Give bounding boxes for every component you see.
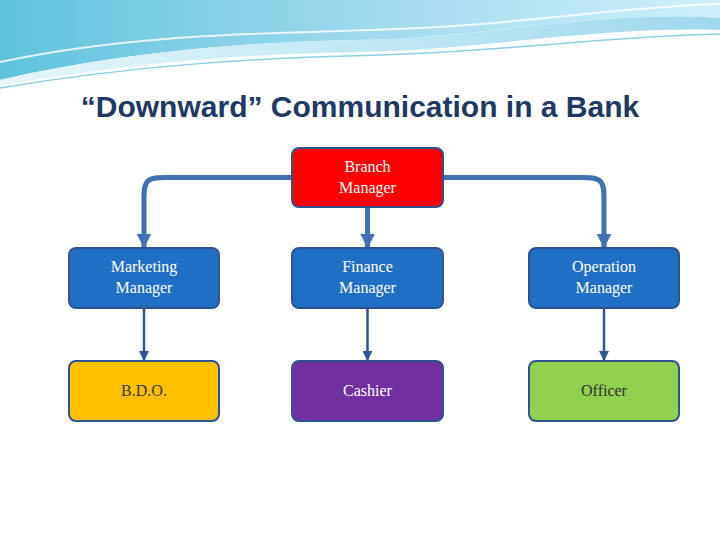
manager-box: Operation Manager	[528, 247, 680, 309]
arrow-connector	[444, 178, 604, 248]
slide-title: “Downward” Communication in a Bank	[0, 90, 720, 124]
wave-band	[0, 17, 720, 86]
arrow-connector	[144, 178, 291, 248]
staff-box: B.D.O.	[68, 360, 220, 422]
manager-box: Branch Manager	[291, 147, 444, 208]
box-label: Officer	[581, 381, 627, 402]
manager-box: Marketing Manager	[68, 247, 220, 309]
staff-box: Cashier	[291, 360, 444, 422]
manager-box: Finance Manager	[291, 247, 444, 309]
box-label: Branch Manager	[323, 157, 412, 199]
wave-line	[0, 34, 720, 88]
arrow-connector	[366, 309, 369, 360]
wave-line	[0, 4, 720, 62]
arrow-connector	[365, 208, 370, 247]
box-label: Cashier	[343, 381, 392, 402]
arrow-connector	[603, 309, 606, 360]
staff-box: Officer	[528, 360, 680, 422]
box-label: B.D.O.	[121, 381, 167, 402]
arrow-connector	[143, 309, 146, 360]
box-label: Marketing Manager	[100, 257, 188, 299]
box-label: Finance Manager	[323, 257, 412, 299]
box-label: Operation Manager	[560, 257, 648, 299]
